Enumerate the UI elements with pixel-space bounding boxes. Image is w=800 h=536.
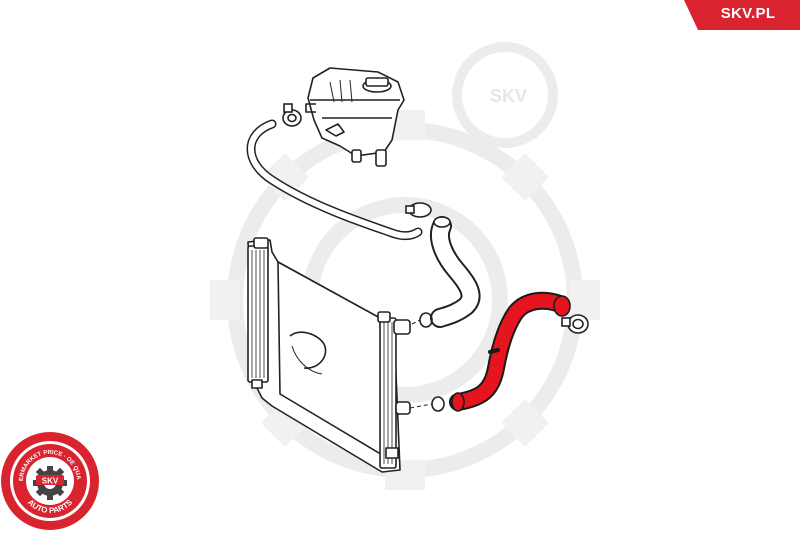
watermark-gear-teeth [210,110,600,490]
radiator [247,237,411,473]
lower-hose-end-left [451,392,465,412]
watermark-text: SKV [490,86,527,106]
o-ring-upper [419,312,433,328]
lower-hose-end-right [553,295,571,317]
lower-hose-highlighted [449,291,569,411]
expansion-tank [305,67,405,167]
watermark-gear-small [452,42,558,148]
seal-badge: AFTERMARKET PRICE · OE QUALITY AUTO PART… [0,427,99,530]
upper-hose-end [433,216,451,228]
overflow-hose [246,119,423,241]
o-ring-lower [431,396,445,412]
site-badge-shape [684,0,800,30]
hose-clamp-mid [405,202,432,218]
radiator-leaders [409,319,433,409]
hose-clamp-top [282,103,302,127]
site-label: SKV.PL [720,5,776,22]
hose-clamp-right [561,314,589,334]
upper-hose [430,216,481,328]
site-badge: SKV.PL [684,0,800,30]
seal-center-text: SKV [42,477,59,486]
